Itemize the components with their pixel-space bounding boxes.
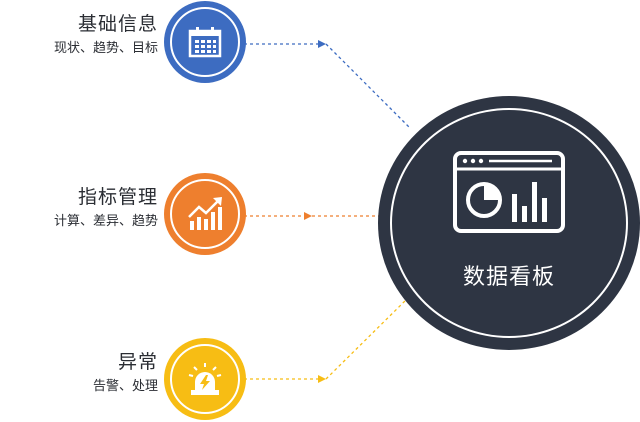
node-basic-info xyxy=(164,1,246,83)
node-metric-management xyxy=(164,173,246,255)
alarm-icon xyxy=(188,363,222,395)
node-subtitle: 现状、趋势、目标 xyxy=(53,41,158,56)
node-anomaly-label: 异常 告警、处理 xyxy=(93,350,158,396)
node-title: 指标管理 xyxy=(77,186,158,208)
node-metric-management-label: 指标管理 计算、差异、趋势 xyxy=(54,185,158,231)
connector-basic-info xyxy=(244,40,411,129)
node-subtitle: 计算、差异、趋势 xyxy=(53,214,158,229)
node-title: 基础信息 xyxy=(77,13,158,35)
connector-anomaly xyxy=(244,295,411,383)
hub-data-dashboard: 数据看板 xyxy=(378,96,640,350)
node-title: 异常 xyxy=(117,351,158,373)
node-anomaly xyxy=(164,338,246,420)
node-subtitle: 告警、处理 xyxy=(92,379,158,394)
dashboard-icon xyxy=(453,151,565,233)
connector-metric-management xyxy=(244,212,380,220)
calendar-icon xyxy=(188,27,222,58)
rising-chart-icon xyxy=(188,197,222,230)
hub-label: 数据看板 xyxy=(462,265,555,290)
node-basic-info-label: 基础信息 现状、趋势、目标 xyxy=(54,12,158,58)
